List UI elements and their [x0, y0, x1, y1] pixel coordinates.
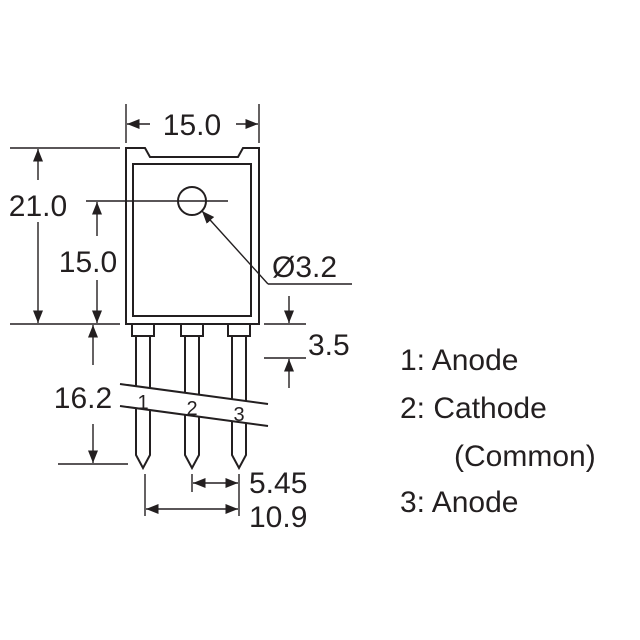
- lead-3: [227, 323, 251, 471]
- legend-pin-2-note: (Common): [454, 440, 596, 473]
- dim-width-top: [125, 104, 260, 143]
- dim-pin-pitch: [191, 474, 240, 516]
- legend-pin-3: 3: Anode: [400, 486, 518, 519]
- dim-body-offset-label: 3.5: [308, 329, 350, 362]
- dim-height-total: [10, 147, 120, 325]
- pin-number-1: 1: [137, 392, 148, 414]
- dim-body-offset: [264, 296, 306, 388]
- lead-1: [131, 323, 155, 471]
- dim-height-total-label: 21.0: [9, 190, 67, 223]
- dim-hole-diameter-label: Ø3.2: [272, 251, 337, 284]
- pin-legend: 1: Anode 2: Cathode (Common) 3: Anode: [400, 344, 596, 519]
- package-body: [125, 147, 260, 325]
- dim-pin-span: [144, 474, 238, 516]
- dim-pin-span-label: 10.9: [249, 501, 307, 534]
- legend-pin-2: 2: Cathode: [400, 392, 547, 425]
- dim-lead-length: [58, 325, 128, 465]
- dim-pin-pitch-label: 5.45: [249, 467, 307, 500]
- dim-hole-diameter: [201, 210, 352, 285]
- pin-number-3: 3: [233, 404, 244, 426]
- legend-pin-1: 1: Anode: [400, 344, 518, 377]
- dim-width-top-label: 15.0: [163, 109, 221, 142]
- pin-number-2: 2: [186, 398, 197, 420]
- dim-lead-length-label: 16.2: [54, 382, 112, 415]
- lead-break-band: [119, 383, 269, 427]
- dim-hole-height-label: 15.0: [59, 246, 117, 279]
